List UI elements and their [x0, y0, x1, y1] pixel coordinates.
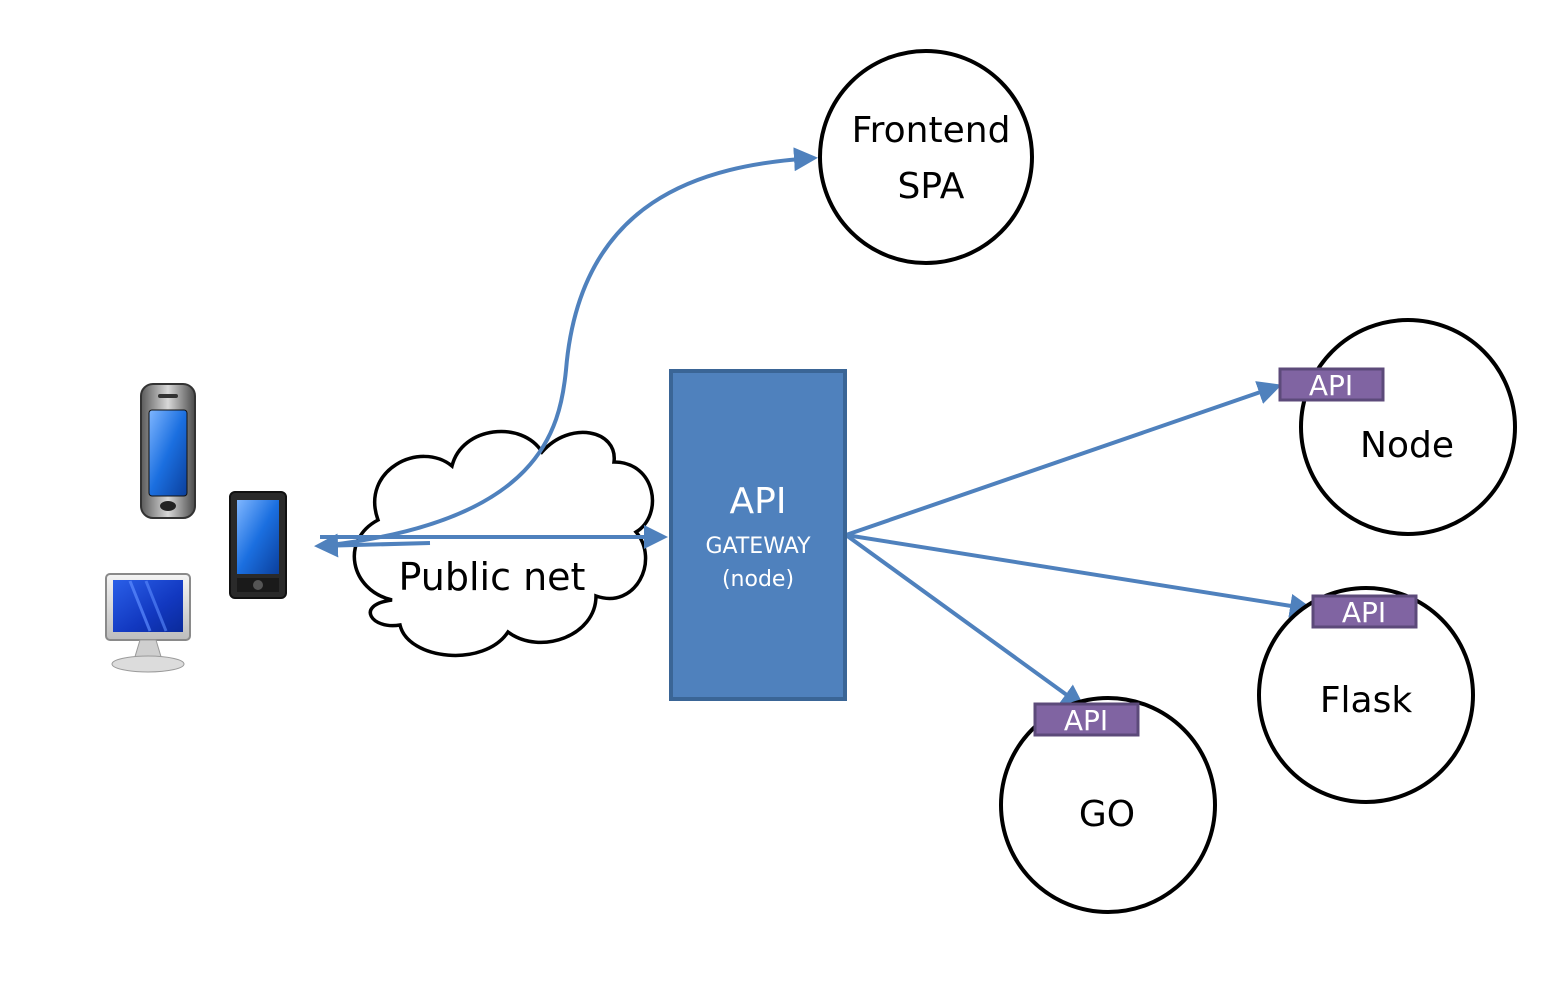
frontend-label-line1: Frontend: [852, 110, 1011, 151]
mobile-phone-icon: [140, 383, 196, 519]
clients-group: [105, 383, 287, 673]
api-gateway: API GATEWAY (node): [669, 369, 847, 701]
gateway-to-node-arrow: [845, 381, 1282, 537]
gateway-note: (node): [722, 567, 794, 592]
go-api-badge: [1033, 702, 1140, 737]
public-net-cloud: Public net: [352, 429, 655, 658]
gateway-to-go-arrow: [844, 533, 1086, 709]
frontend-spa-node: Frontend SPA: [818, 49, 1034, 265]
flask-service: Flask API: [1257, 586, 1475, 804]
frontend-label-line2: SPA: [898, 166, 965, 207]
node-service: Node API: [1278, 318, 1517, 536]
go-service: GO API: [999, 696, 1217, 914]
desktop-monitor-icon: [105, 573, 191, 673]
flask-api-badge-text: API: [1342, 596, 1386, 629]
node-api-badge: [1278, 367, 1385, 402]
tablet-icon: [229, 491, 287, 599]
connections: [314, 147, 1314, 709]
frontend-circle: [818, 49, 1034, 265]
flask-label: Flask: [1320, 680, 1413, 721]
cloud-label: Public net: [399, 555, 586, 599]
gateway-title: API: [730, 481, 787, 522]
go-api-badge-text: API: [1064, 704, 1108, 737]
go-circle: [999, 696, 1217, 914]
go-label: GO: [1079, 794, 1135, 835]
gateway-to-flask-arrow: [845, 533, 1314, 618]
client-to-frontend-arrow: [329, 147, 818, 547]
gateway-box: [669, 369, 847, 701]
flask-circle: [1257, 586, 1475, 804]
gateway-subtitle: GATEWAY: [705, 534, 811, 559]
node-label: Node: [1360, 425, 1454, 466]
cloud-shape: [352, 429, 655, 658]
node-api-badge-text: API: [1309, 369, 1353, 402]
flask-api-badge: [1311, 594, 1418, 629]
